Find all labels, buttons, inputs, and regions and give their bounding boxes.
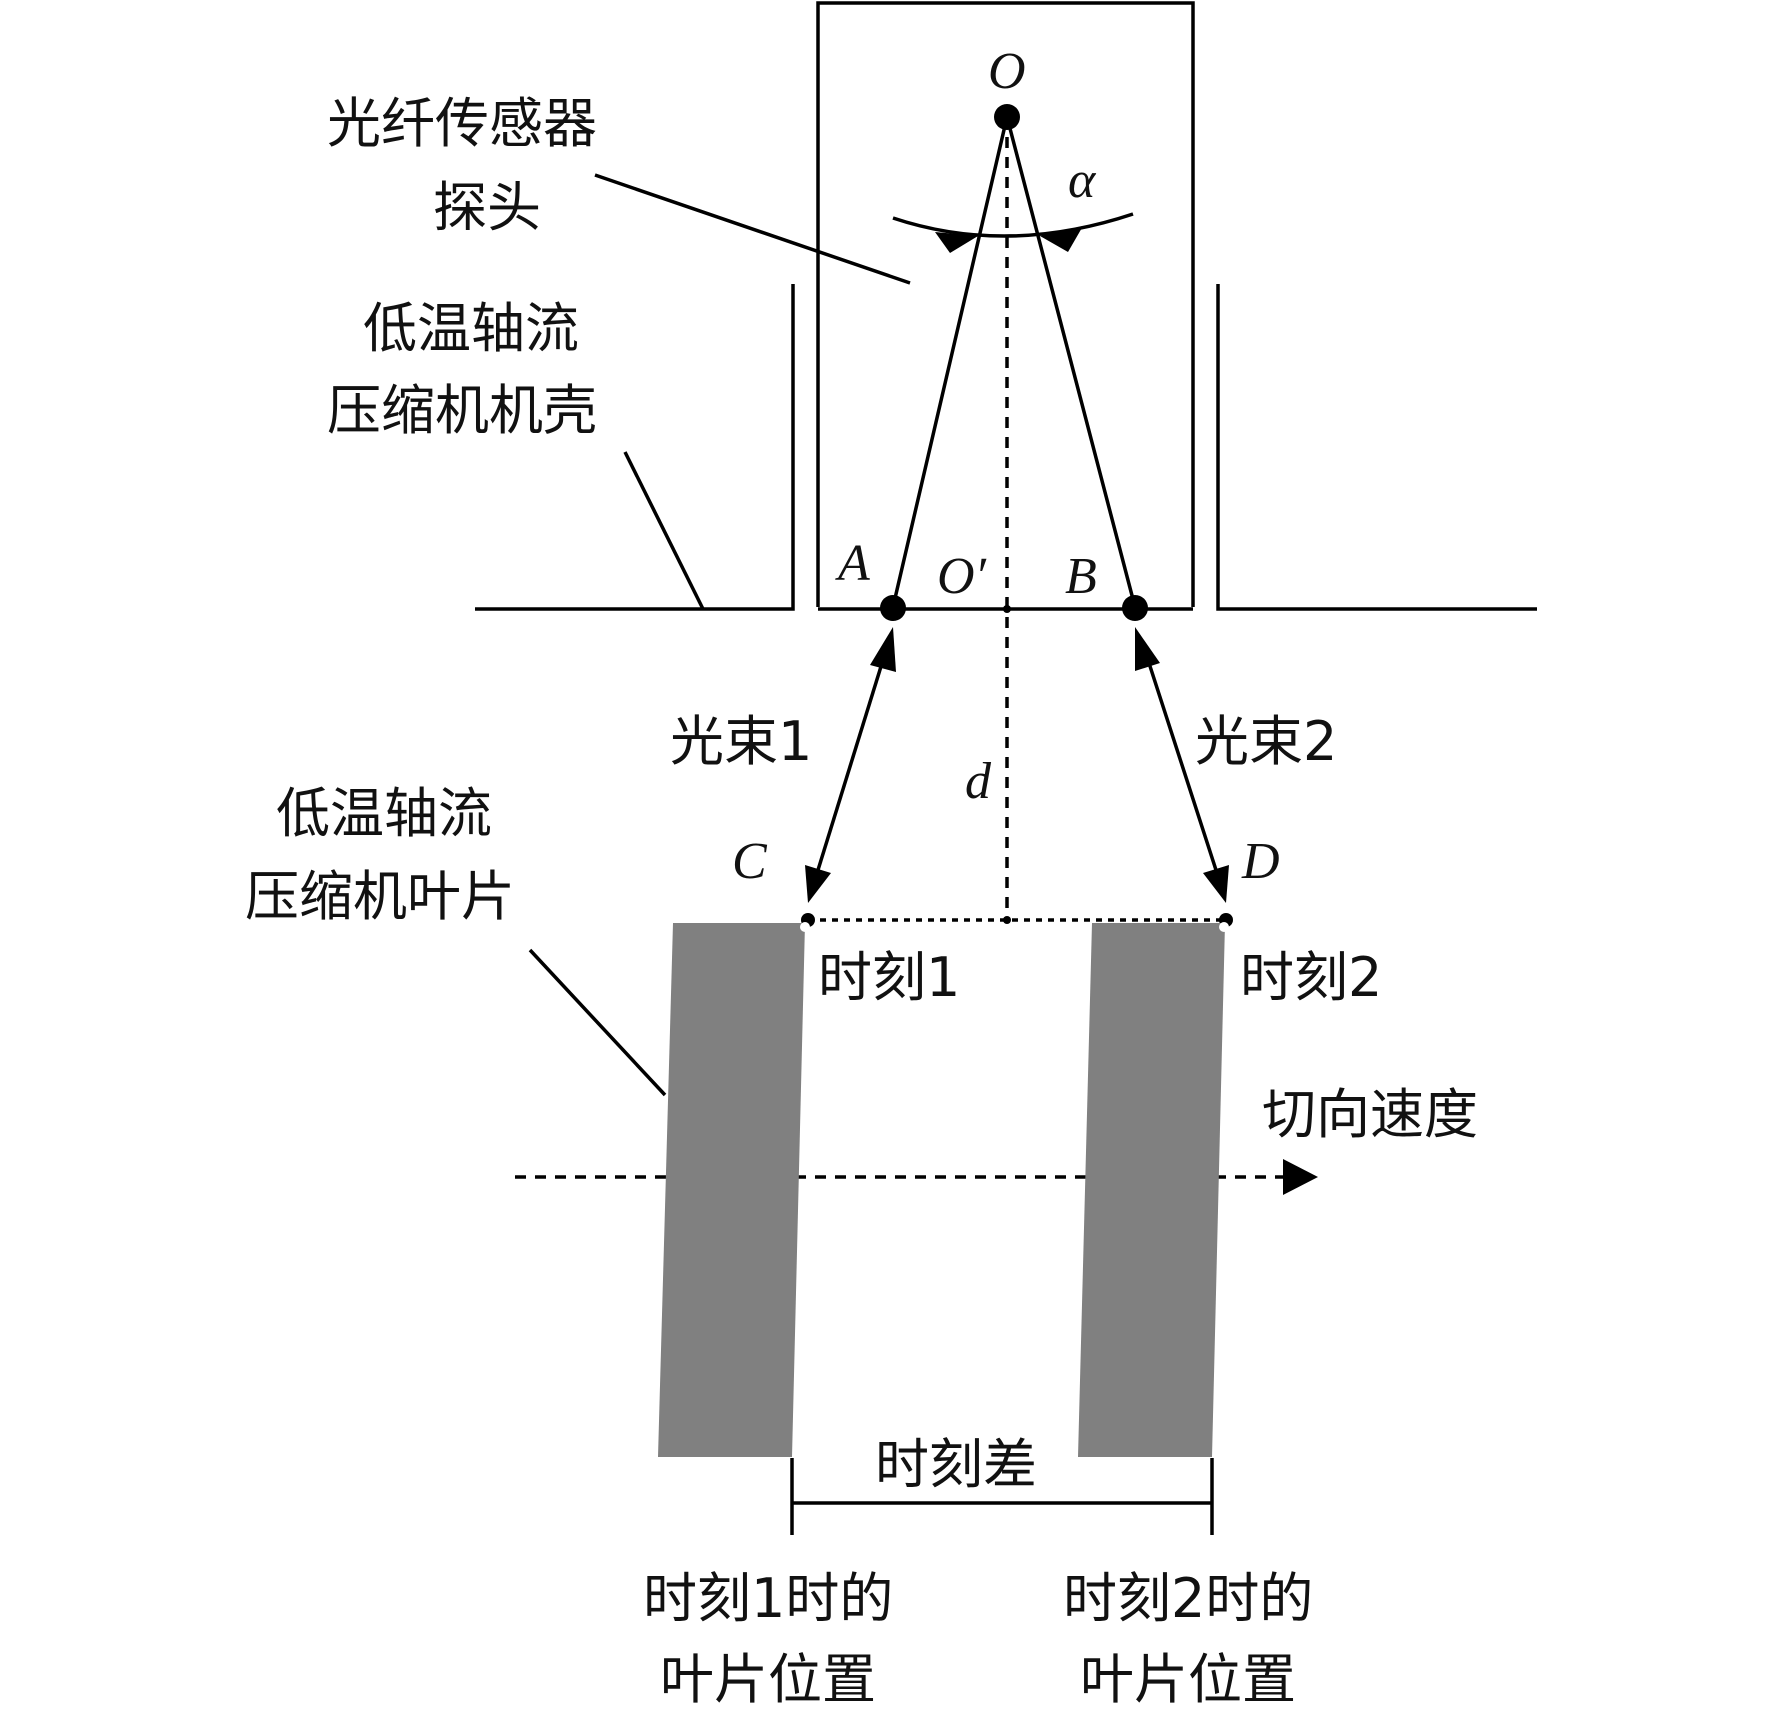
probe-label-line1: 光纤传感器 bbox=[327, 92, 597, 155]
blade-label-line2: 压缩机叶片 bbox=[245, 865, 515, 928]
point-B-label: B bbox=[1065, 548, 1097, 605]
angle-alpha-label: α bbox=[1068, 152, 1097, 209]
point-O-label: O bbox=[988, 43, 1026, 100]
beam2-arrowhead-top bbox=[1135, 627, 1160, 671]
casing-label-line2: 压缩机机壳 bbox=[327, 379, 597, 442]
point-O-prime-label: O′ bbox=[937, 548, 988, 605]
moment1-label: 时刻1 bbox=[818, 946, 960, 1009]
velocity-arrowhead bbox=[1283, 1159, 1318, 1195]
probe-label-line2: 探头 bbox=[433, 176, 541, 239]
distance-d-label: d bbox=[965, 753, 992, 810]
beam1-arrowhead-top bbox=[870, 627, 896, 672]
position1-label-line2: 叶片位置 bbox=[660, 1648, 876, 1711]
casing-leader bbox=[623, 451, 705, 610]
position2-label-line2: 叶片位置 bbox=[1080, 1648, 1296, 1711]
beam1-arrow bbox=[816, 659, 885, 871]
point-center-bottom bbox=[1003, 916, 1011, 924]
point-C-label: C bbox=[732, 833, 768, 890]
blade-2-tip-notch bbox=[1219, 922, 1229, 932]
blade-1 bbox=[658, 923, 805, 1457]
blade-2 bbox=[1078, 923, 1225, 1457]
blade-label-line1: 低温轴流 bbox=[276, 782, 492, 845]
point-D-label: D bbox=[1241, 833, 1280, 890]
beam1-arrowhead-bottom bbox=[805, 865, 831, 903]
probe-housing bbox=[816, 1, 1195, 607]
moment2-label: 时刻2 bbox=[1240, 946, 1382, 1009]
blade-1-tip-notch bbox=[800, 922, 810, 932]
beam-line-OB bbox=[1005, 116, 1137, 608]
beam2-arrowhead-bottom bbox=[1203, 865, 1229, 903]
casing-right bbox=[1216, 284, 1537, 611]
point-O bbox=[994, 104, 1020, 130]
beam1-label: 光束1 bbox=[670, 710, 812, 773]
point-A bbox=[880, 595, 906, 621]
beam2-label: 光束2 bbox=[1195, 710, 1337, 773]
alpha-arrow-right bbox=[1040, 226, 1083, 252]
point-A-label: A bbox=[835, 535, 870, 592]
probe-leader bbox=[594, 173, 911, 285]
casing-label-line1: 低温轴流 bbox=[363, 297, 579, 360]
casing-left bbox=[475, 284, 795, 611]
point-B bbox=[1122, 595, 1148, 621]
position1-label-line1: 时刻1时的 bbox=[643, 1567, 893, 1630]
beam-line-OA bbox=[891, 116, 1009, 608]
blade-leader bbox=[528, 948, 667, 1097]
alpha-arrow-left bbox=[935, 232, 978, 253]
velocity-label: 切向速度 bbox=[1262, 1083, 1478, 1146]
time-difference-label: 时刻差 bbox=[875, 1433, 1037, 1496]
alpha-arc bbox=[892, 212, 1134, 238]
position2-label-line1: 时刻2时的 bbox=[1063, 1567, 1313, 1630]
beam2-arrow bbox=[1146, 659, 1218, 871]
point-O-prime bbox=[1003, 605, 1011, 613]
